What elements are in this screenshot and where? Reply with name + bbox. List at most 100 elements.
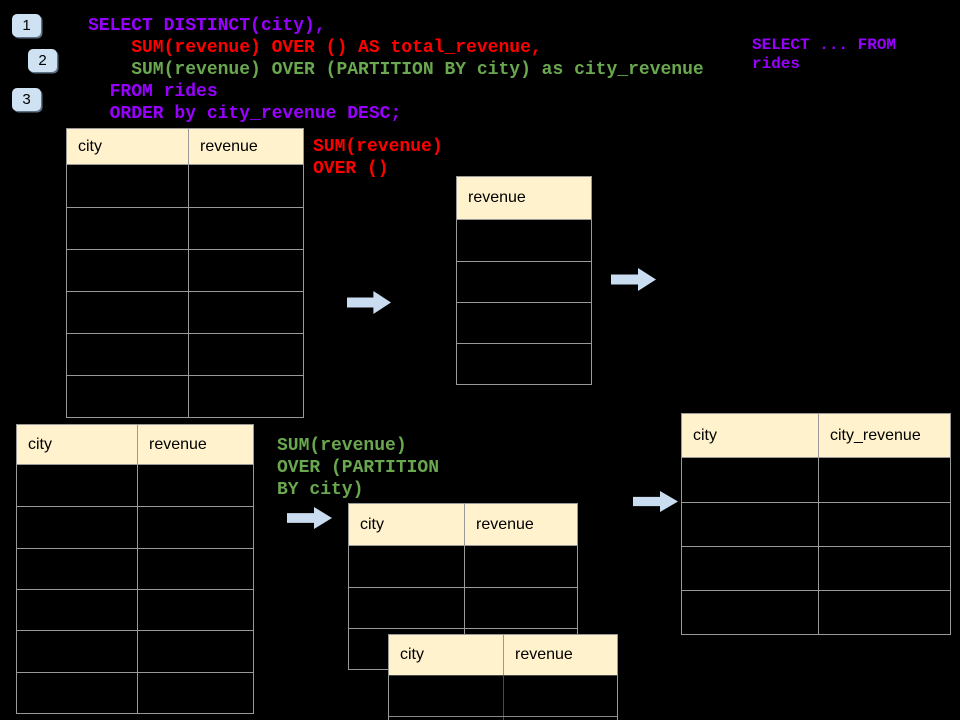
table-cell: [457, 344, 591, 384]
table-source-bottom: city revenue: [16, 424, 254, 714]
sql-line-order: ORDER by city_revenue DESC;: [88, 104, 402, 124]
sql-line-select: SELECT DISTINCT(city),: [88, 16, 326, 36]
table-cell: [17, 465, 137, 506]
column-header-revenue: revenue: [464, 504, 577, 545]
table-row: [457, 220, 591, 261]
table-cell: [389, 676, 503, 716]
table-cell: [503, 676, 617, 716]
column-header-city: city: [360, 515, 384, 533]
table-header-row: city revenue: [349, 504, 577, 546]
table-cell: [137, 672, 253, 713]
table-cell: [682, 458, 818, 502]
side-note-line-2: rides: [752, 55, 801, 73]
table-source-top: city revenue: [66, 128, 304, 418]
table-cell: [137, 589, 253, 631]
side-note-select-from: SELECT ... FROM rides: [752, 36, 896, 74]
table-cell: [17, 549, 137, 589]
table-row: [389, 676, 617, 716]
table-body: [67, 165, 303, 417]
table-header-row: city city_revenue: [682, 414, 950, 458]
table-row: [682, 502, 950, 546]
table-row: [457, 343, 591, 384]
table-row: [682, 546, 950, 590]
table-cell: [188, 292, 303, 333]
table-header-row: city revenue: [67, 129, 303, 165]
table-cell: [137, 507, 253, 548]
column-header-city-revenue: city_revenue: [818, 414, 950, 457]
table-body: [682, 458, 950, 634]
annotation-partition-line-3: BY city): [277, 480, 364, 500]
sql-line-sum-total: SUM(revenue) OVER () AS total_revenue,: [88, 38, 542, 58]
table-partition-middle: city revenue: [348, 503, 578, 670]
table-cell: [17, 631, 137, 671]
table-row: [67, 165, 303, 207]
annotation-total-line-2: OVER (): [313, 159, 389, 179]
table-row: [17, 630, 253, 672]
table-cell: [503, 717, 617, 720]
table-row: [17, 506, 253, 548]
table-cell: [188, 165, 303, 207]
table-cell: [682, 503, 818, 546]
table-header-row: revenue: [457, 177, 591, 220]
table-cell: [188, 376, 303, 417]
table-row: [67, 207, 303, 249]
table-cell: [818, 503, 950, 546]
flow-arrow-right-icon: [347, 291, 391, 314]
flow-arrow-right-icon: [633, 491, 678, 512]
flow-arrow-right-icon: [611, 268, 656, 291]
column-header-revenue: revenue: [137, 425, 253, 464]
table-row: [389, 716, 617, 720]
table-cell: [464, 588, 577, 628]
side-note-line-1: SELECT ... FROM: [752, 36, 897, 54]
sql-line-from: FROM rides: [88, 82, 218, 102]
table-row: [17, 671, 253, 713]
table-body: [17, 465, 253, 713]
step-badge-2: 2: [28, 49, 57, 72]
table-cell: [188, 208, 303, 249]
table-cell: [682, 547, 818, 590]
table-row: [349, 587, 577, 628]
annotation-partition-line-1: SUM(revenue): [277, 436, 407, 456]
table-cell: [818, 591, 950, 634]
table-city-revenue-result: city city_revenue: [681, 413, 951, 635]
table-row: [682, 590, 950, 634]
column-header-city: city: [693, 426, 717, 444]
table-row: [67, 375, 303, 417]
annotation-total-line-1: SUM(revenue): [313, 137, 443, 157]
table-cell: [464, 546, 577, 587]
column-header-city: city: [28, 435, 52, 453]
step-badge-1: 1: [12, 14, 41, 37]
column-header-city: city: [78, 137, 102, 155]
table-cell: [682, 591, 818, 634]
table-row: [349, 546, 577, 587]
table-row: [457, 261, 591, 302]
table-cell: [349, 588, 464, 628]
table-cell: [188, 334, 303, 375]
table-cell: [17, 673, 137, 713]
column-header-city: city: [400, 646, 424, 663]
step-badge-3: 3: [12, 88, 41, 111]
table-cell: [67, 208, 188, 249]
flow-arrow-right-icon: [287, 507, 332, 529]
table-cell: [188, 250, 303, 291]
table-cell: [67, 376, 188, 417]
table-cell: [457, 220, 591, 261]
table-cell: [818, 547, 950, 590]
table-cell: [17, 590, 137, 630]
table-cell: [67, 334, 188, 375]
column-header-revenue: revenue: [468, 189, 526, 206]
sql-code-block: SELECT DISTINCT(city), SUM(revenue) OVER…: [88, 15, 704, 125]
column-header-revenue: revenue: [188, 129, 303, 164]
table-cell: [67, 292, 188, 333]
annotation-sum-over-total: SUM(revenue) OVER (): [313, 136, 443, 180]
table-row: [67, 249, 303, 291]
table-cell: [67, 165, 188, 207]
annotation-partition-line-2: OVER (PARTITION: [277, 458, 440, 478]
sql-line-sum-partition: SUM(revenue) OVER (PARTITION BY city) as…: [88, 60, 704, 80]
table-row: [17, 547, 253, 589]
table-body: [457, 220, 591, 384]
annotation-sum-over-partition: SUM(revenue) OVER (PARTITION BY city): [277, 435, 439, 501]
table-cell: [17, 507, 137, 547]
table-cell: [137, 548, 253, 589]
